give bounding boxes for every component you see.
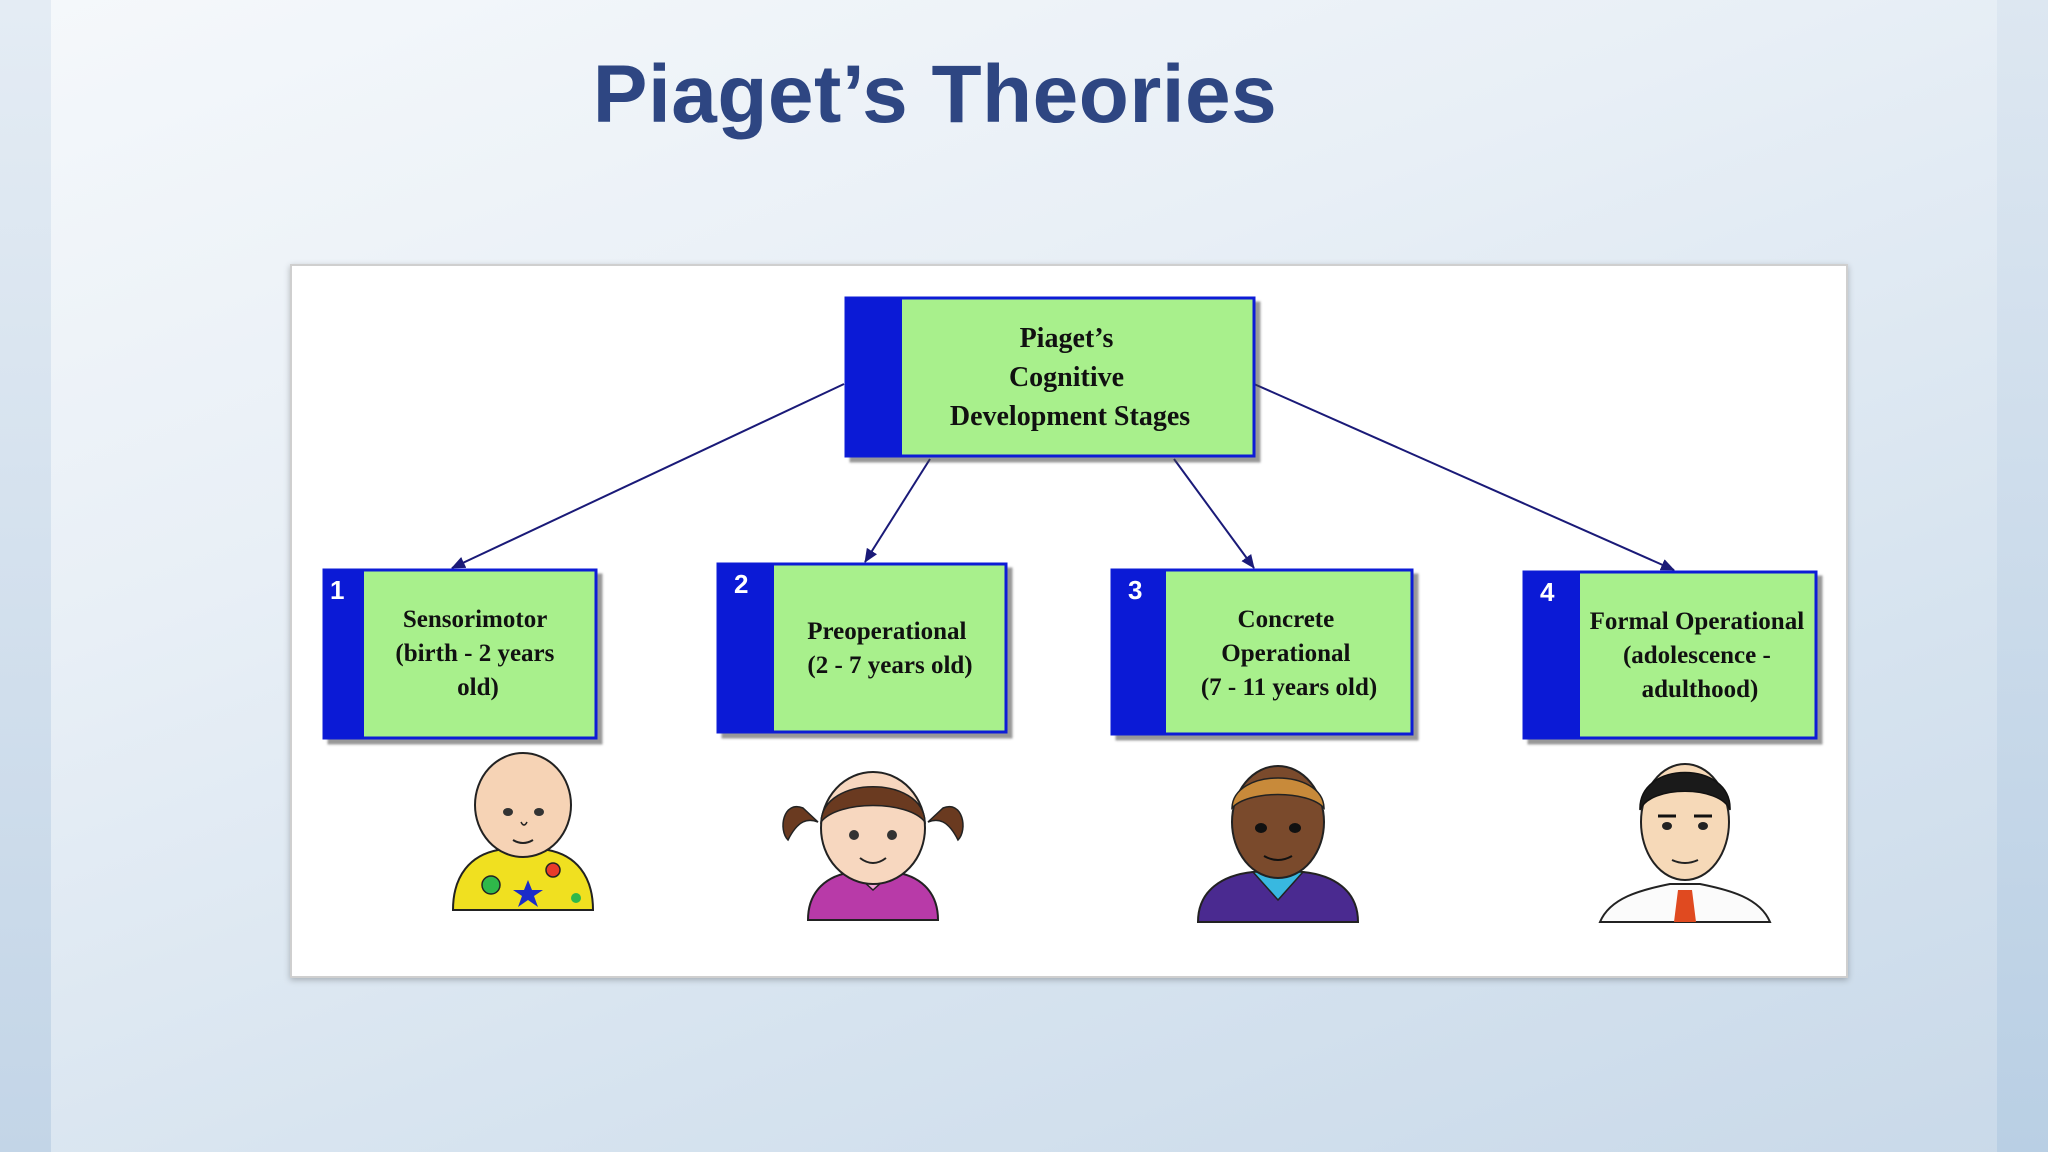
stage-number-1: 1 (330, 575, 344, 605)
left-edge-band (0, 0, 51, 1152)
arrow-to-stage-4 (1253, 383, 1675, 571)
stage-box-1: 1 Sensorimotor (birth - 2 years old) (322, 568, 598, 740)
stage-3-line-1: Concrete (1238, 606, 1335, 633)
baby-illustration (451, 752, 595, 911)
svg-text:Formal Operational (ad: Formal Operational (adolescence - adulth… (1590, 608, 1811, 703)
stage-box-2: 2 Preoperational (2 - 7 years old) (716, 562, 1008, 734)
stage-3-line-3: (7 - 11 years old) (1201, 674, 1377, 701)
root-box: Piaget’s Cognitive Development Stages (844, 296, 1256, 458)
stage-number-4: 4 (1540, 577, 1555, 607)
stage-number-2: 2 (734, 569, 748, 599)
stage-4-line-1: Formal Operational (1590, 608, 1805, 635)
stage-4-line-3: adulthood) (1642, 676, 1759, 703)
svg-text:Concrete Operational: Concrete Operational (7 - 11 years old) (1201, 606, 1377, 701)
stage-2-line-2: (2 - 7 years old) (807, 652, 972, 679)
connector-arrows (451, 383, 1675, 571)
arrow-to-stage-2 (864, 458, 931, 563)
stage-number-3: 3 (1128, 575, 1142, 605)
stage-box-3: 3 Concrete Operational (7 - 11 years old… (1110, 568, 1414, 736)
stage-2-line-1: Preoperational (807, 618, 966, 645)
girl-with-pigtails-illustration (782, 771, 964, 921)
diagram-panel: Piaget’s Cognitive Development Stages 1 … (290, 264, 1848, 978)
piaget-stages-diagram: Piaget’s Cognitive Development Stages 1 … (322, 296, 1818, 923)
stage-3-line-2: Operational (1221, 640, 1350, 667)
svg-text:Sensorimotor (birth -: Sensorimotor (birth - 2 years old) (395, 606, 560, 701)
stage-box-4: 4 Formal Operational (adolescence - adul… (1522, 570, 1818, 740)
slide-title: Piaget’s Theories (592, 49, 1278, 140)
root-line-3: Development Stages (950, 401, 1190, 432)
root-line-2: Cognitive (1009, 362, 1124, 393)
stage-1-line-2: (birth - 2 years (395, 640, 554, 667)
root-line-1: Piaget’s (1020, 323, 1114, 354)
arrow-to-stage-1 (451, 383, 845, 569)
svg-text:Preoperational (2 - 7: Preoperational (2 - 7 years old) (807, 618, 972, 679)
right-edge-band (1997, 0, 2048, 1152)
boy-illustration (1196, 765, 1360, 923)
stage-1-line-1: Sensorimotor (403, 606, 547, 633)
svg-text:Piaget’s Cognitive: Piaget’s Cognitive Development Stages (950, 323, 1190, 432)
stage-4-line-2: (adolescence - (1623, 642, 1771, 669)
stage-1-line-3: old) (457, 674, 499, 701)
man-illustration (1598, 763, 1772, 923)
arrow-to-stage-3 (1173, 458, 1255, 569)
